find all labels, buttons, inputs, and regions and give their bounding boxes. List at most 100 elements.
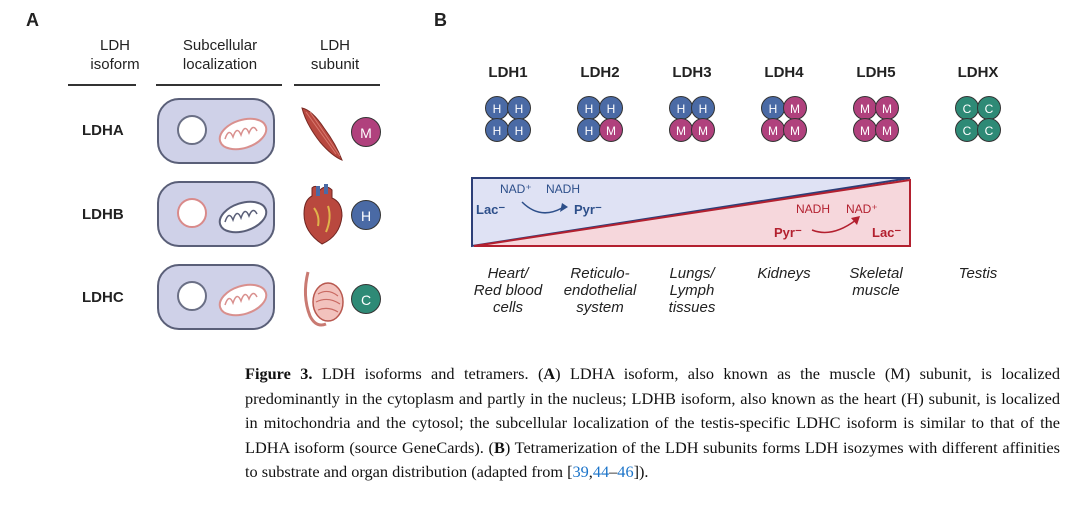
subunit-h-circle: H [599, 96, 623, 120]
subunit-h-circle: H [577, 96, 601, 120]
header-line: subunit [310, 56, 360, 73]
top-substrate: Lac⁻ [476, 202, 506, 217]
arrowhead-icon [851, 216, 860, 225]
tissue-line: Kidneys [757, 265, 811, 282]
tissue-line: system [576, 299, 624, 316]
caption-text: ) LDHA isoform, also known as the muscle… [245, 364, 1060, 457]
header-ldh-isoform: LDH isoform [70, 36, 160, 74]
tissue-line: Heart/ [487, 265, 529, 282]
header-divider [156, 84, 282, 86]
tissue-line: Testis [958, 265, 998, 282]
subunit-h-circle: H [577, 118, 601, 142]
row-label-ldha: LDHA [82, 122, 124, 139]
isozyme-name: LDHX [957, 64, 999, 81]
tissue-line: cells [492, 299, 523, 316]
isozyme-name: LDH3 [672, 64, 712, 81]
subunit-h-circle: H [669, 96, 693, 120]
tissue-line: endothelial [563, 282, 637, 299]
nucleus [177, 281, 207, 311]
tissue-line: Lungs/ [669, 265, 715, 282]
header-subcellular-localization: Subcellular localization [160, 36, 280, 74]
cell-ldhb [157, 181, 275, 247]
arrowhead-icon [560, 203, 568, 212]
caption-text: ) Tetramerization of the LDH subunits fo… [245, 437, 1060, 482]
mitochondrion-icon [218, 283, 268, 317]
row-label-ldhb: LDHB [82, 206, 124, 223]
tissue-label: Testis [933, 265, 1023, 282]
subunit-h-circle: H [485, 96, 509, 120]
tissue-line: Reticulo- [570, 265, 630, 282]
subunit-h-circle: H [485, 118, 509, 142]
subunit-m-circle: M [783, 118, 807, 142]
subunit-c-circle: C [955, 96, 979, 120]
heart-icon [303, 184, 343, 245]
cell-ldhc [157, 264, 275, 330]
panel-b-letter: B [434, 10, 447, 30]
subunit-m-circle: M [599, 118, 623, 142]
bottom-cofactor-in: NADH [796, 202, 831, 216]
subunit-m-badge: M [351, 117, 381, 147]
subunit-m-circle: M [853, 96, 877, 120]
caption-panel-ref: B [493, 437, 505, 457]
subunit-m-circle: M [783, 96, 807, 120]
nucleus [177, 198, 207, 228]
subunit-h-badge: H [351, 200, 381, 230]
isozyme-name: LDH5 [856, 64, 896, 81]
top-cofactor-in: NAD⁺ [500, 182, 532, 196]
subunit-m-circle: M [853, 118, 877, 142]
bottom-substrate: Pyr⁻ [774, 225, 802, 240]
top-product: Pyr⁻ [574, 202, 602, 217]
row-label-ldhc: LDHC [82, 289, 124, 306]
header-ldh-subunit: LDH subunit [290, 36, 380, 74]
tissue-line: Skeletal [849, 265, 903, 282]
panel-a-letter: A [26, 10, 39, 30]
figure-caption: Figure 3. LDH isoforms and tetramers. (A… [245, 362, 1060, 485]
mitochondrion-icon [218, 200, 268, 234]
testis-icon [303, 271, 344, 327]
nucleus [177, 115, 207, 145]
top-cofactor-out: NADH [546, 182, 581, 196]
mitochondrion-icon [218, 117, 268, 151]
subunit-h-circle: H [761, 96, 785, 120]
subunit-m-circle: M [875, 118, 899, 142]
affinity-gradient [471, 177, 911, 248]
header-line: isoform [90, 56, 140, 73]
pyruvate-affinity-triangle [473, 178, 911, 247]
header-line: LDH [319, 37, 350, 54]
subunit-c-circle: C [977, 118, 1001, 142]
reaction-arrow-bottom [811, 219, 857, 234]
subunit-m-circle: M [691, 118, 715, 142]
muscle-icon [301, 107, 343, 161]
caption-text: ]). [633, 462, 649, 482]
citation-link[interactable]: 39 [572, 462, 589, 482]
subunit-c-circle: C [955, 118, 979, 142]
header-line: Subcellular [182, 37, 258, 54]
subunit-c-circle: C [977, 96, 1001, 120]
header-divider [294, 84, 380, 86]
tissue-line: Lymph [669, 282, 715, 299]
subunit-h-circle: H [507, 96, 531, 120]
isozyme-name: LDH2 [580, 64, 620, 81]
reaction-arrow-top [521, 201, 563, 214]
caption-panel-ref: A [543, 364, 556, 383]
caption-text: LDH isoforms and tetramers. ( [312, 364, 544, 383]
caption-text: – [609, 462, 618, 482]
subunit-c-badge: C [351, 284, 381, 314]
isozyme-name: LDH1 [488, 64, 528, 81]
citation-link[interactable]: 44 [592, 462, 610, 482]
subunit-m-circle: M [669, 118, 693, 142]
subunit-m-circle: M [761, 118, 785, 142]
tissue-line: Red blood [473, 282, 543, 299]
caption-text: , [588, 462, 593, 482]
header-line: localization [182, 56, 258, 73]
header-divider [68, 84, 136, 86]
citation-link[interactable]: 46 [617, 462, 634, 482]
isozyme-name: LDH4 [764, 64, 804, 81]
subunit-m-circle: M [875, 96, 899, 120]
caption-label: Figure 3. [245, 364, 313, 383]
subunit-h-circle: H [507, 118, 531, 142]
